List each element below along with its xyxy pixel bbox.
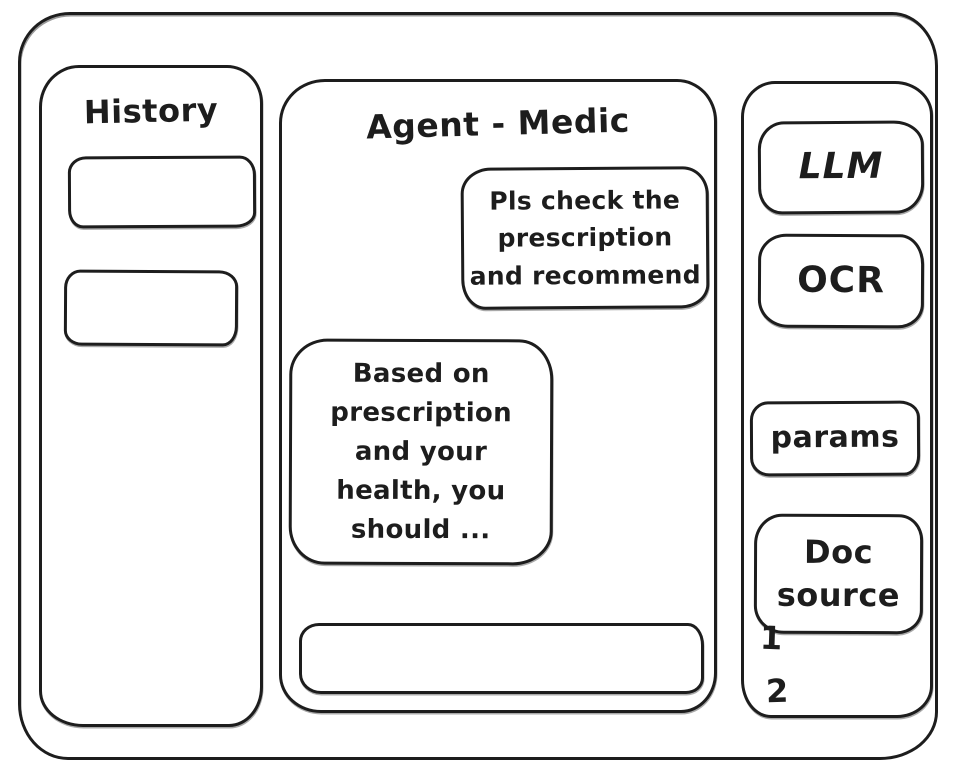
history-item[interactable] [63, 269, 239, 347]
tools-panel: LLM OCR params Doc source 1 2 [741, 81, 933, 718]
assistant-message-bubble: Based on prescription and your health, y… [288, 338, 554, 566]
params-button[interactable]: params [749, 400, 921, 477]
history-title: History [83, 90, 219, 132]
doc-source-button[interactable]: Doc source [753, 513, 924, 635]
app-window: History Agent - Medic Pls check the pres… [18, 12, 938, 760]
chat-input[interactable] [299, 623, 704, 694]
history-item[interactable] [67, 155, 257, 229]
llm-button[interactable]: LLM [757, 120, 925, 215]
chat-title: Agent - Medic [365, 100, 631, 147]
ocr-button[interactable]: OCR [757, 233, 925, 329]
user-message-bubble: Pls check the prescription and recommend [460, 166, 710, 310]
history-panel: History [39, 65, 263, 727]
doc-source-item-1[interactable]: 1 [759, 618, 783, 658]
chat-panel: Agent - Medic Pls check the prescription… [279, 79, 717, 713]
doc-source-item-2[interactable]: 2 [765, 671, 789, 711]
